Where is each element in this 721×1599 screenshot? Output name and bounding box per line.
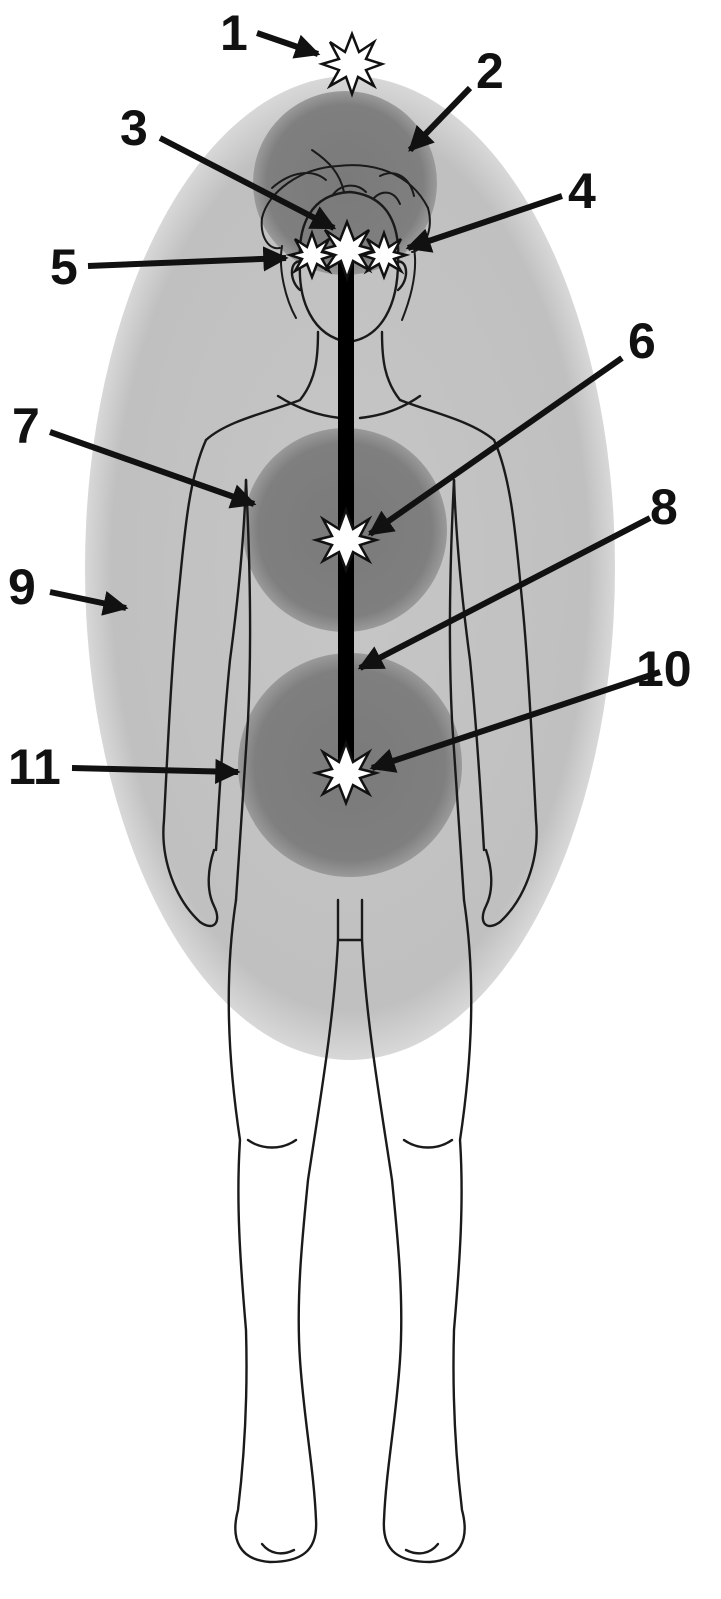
eye-star-right-4 xyxy=(362,233,406,277)
heart-star-6 xyxy=(316,510,376,570)
callout-7: 7 xyxy=(12,398,40,454)
callout-2: 2 xyxy=(476,43,504,99)
callout-4: 4 xyxy=(568,163,596,219)
eye-star-left-5 xyxy=(290,233,334,277)
abdomen-star-10 xyxy=(316,743,376,803)
callout-3: 3 xyxy=(120,100,148,156)
callout-5: 5 xyxy=(50,239,78,295)
callout-10: 10 xyxy=(636,641,692,697)
callout-6: 6 xyxy=(628,313,656,369)
callout-11: 11 xyxy=(8,739,61,795)
crown-star-1 xyxy=(322,34,382,94)
callout-9: 9 xyxy=(8,559,36,615)
callout-8: 8 xyxy=(650,479,678,535)
arrow-11 xyxy=(72,768,238,772)
callout-1: 1 xyxy=(220,5,248,61)
arrow-1 xyxy=(257,33,318,54)
